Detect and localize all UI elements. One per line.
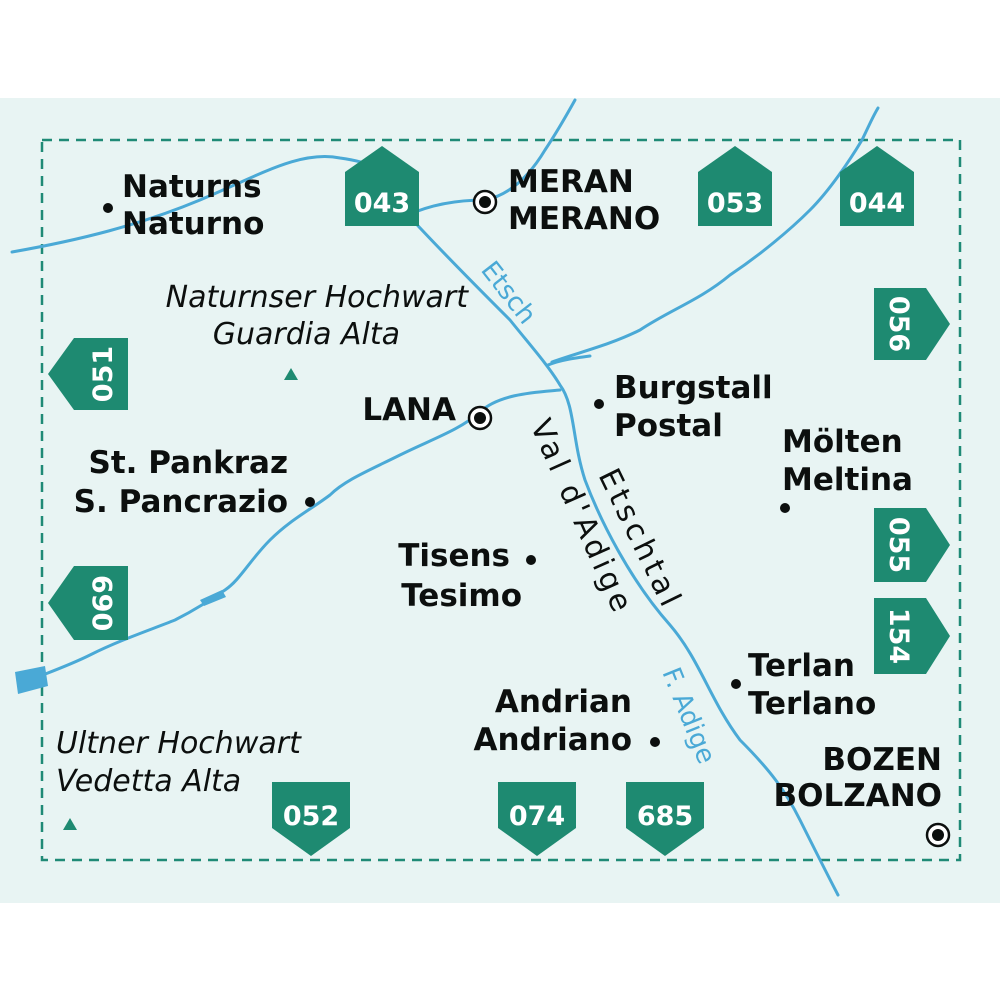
town-dot-moelten bbox=[780, 503, 790, 513]
badge-label: 052 bbox=[283, 801, 339, 832]
river-falschauer bbox=[28, 388, 562, 682]
adjacent-map-badge-053[interactable]: 053 bbox=[698, 146, 772, 226]
badge-label: 056 bbox=[883, 296, 914, 352]
town-dot-st-pankraz bbox=[305, 497, 315, 507]
badge-label: 051 bbox=[88, 346, 119, 402]
badge-label: 055 bbox=[883, 517, 914, 573]
city-marker-bozen bbox=[925, 822, 951, 848]
adjacent-map-badge-069[interactable]: 069 bbox=[48, 566, 128, 640]
adjacent-map-badge-043[interactable]: 043 bbox=[345, 146, 419, 226]
town-dot-naturns bbox=[103, 203, 113, 213]
sheet-frame bbox=[40, 138, 962, 862]
river-passer bbox=[406, 98, 577, 217]
town-label-andriano: Andriano bbox=[474, 722, 632, 758]
town-label-postal: Postal bbox=[614, 408, 723, 444]
adjacent-map-badge-154[interactable]: 154 bbox=[874, 598, 950, 674]
town-label-naturno: Naturno bbox=[122, 206, 264, 242]
adjacent-map-badge-056[interactable]: 056 bbox=[874, 288, 950, 360]
peak-label-guardia-alta: Guardia Alta bbox=[213, 317, 400, 352]
city-marker-lana bbox=[467, 405, 493, 431]
city-label-meran: MERAN bbox=[508, 164, 634, 200]
badge-label: 069 bbox=[88, 575, 119, 631]
peak-label-vedetta-alta: Vedetta Alta bbox=[56, 764, 241, 799]
city-label-bolzano: BOLZANO bbox=[773, 778, 942, 814]
town-label-terlan: Terlan bbox=[748, 648, 855, 684]
town-dot-terlan bbox=[731, 679, 741, 689]
city-marker-meran bbox=[472, 189, 498, 215]
town-label-meltina: Meltina bbox=[782, 462, 913, 498]
peak-marker-ultner bbox=[63, 818, 77, 830]
river-east-link bbox=[546, 354, 592, 367]
reservoir-lake-edge bbox=[15, 666, 48, 694]
adjacent-map-badge-051[interactable]: 051 bbox=[48, 338, 128, 410]
town-label-tisens: Tisens bbox=[398, 538, 510, 574]
town-dot-burgstall bbox=[594, 399, 604, 409]
town-label-moelten: Mölten bbox=[782, 424, 903, 460]
adjacent-map-badge-055[interactable]: 055 bbox=[874, 508, 950, 582]
town-label-st-pankraz: St. Pankraz bbox=[89, 445, 288, 481]
city-label-lana: LANA bbox=[362, 392, 456, 428]
adjacent-map-badge-074[interactable]: 074 bbox=[498, 782, 576, 856]
peak-label-naturnser-hochwart: Naturnser Hochwart bbox=[166, 280, 470, 315]
peak-label-ultner-hochwart: Ultner Hochwart bbox=[56, 726, 302, 761]
town-label-burgstall: Burgstall bbox=[614, 370, 773, 406]
river-network bbox=[10, 98, 880, 897]
river-east bbox=[550, 106, 880, 364]
town-label-tesimo: Tesimo bbox=[401, 578, 522, 614]
town-label-naturns: Naturns bbox=[122, 169, 262, 205]
badge-label: 044 bbox=[849, 188, 905, 219]
adjacent-map-badge-044[interactable]: 044 bbox=[840, 146, 914, 226]
town-label-s-pancrazio: S. Pancrazio bbox=[74, 484, 288, 520]
map-background bbox=[0, 98, 1000, 903]
peak-marker-naturnser bbox=[284, 368, 298, 380]
reservoir-lake-small bbox=[200, 590, 226, 606]
badge-label: 685 bbox=[637, 801, 693, 832]
town-dot-andrian bbox=[650, 737, 660, 747]
city-label-merano: MERANO bbox=[508, 201, 660, 237]
badge-label: 043 bbox=[354, 188, 410, 219]
badge-label: 053 bbox=[707, 188, 763, 219]
adjacent-map-badge-052[interactable]: 052 bbox=[272, 782, 350, 856]
town-dot-tisens bbox=[526, 555, 536, 565]
adjacent-map-badge-685[interactable]: 685 bbox=[626, 782, 704, 856]
town-label-andrian: Andrian bbox=[495, 684, 632, 720]
town-label-terlano: Terlano bbox=[748, 686, 876, 722]
river-etsch-main bbox=[406, 213, 840, 897]
badge-label: 154 bbox=[883, 608, 914, 664]
city-label-bozen: BOZEN bbox=[822, 742, 942, 778]
badge-label: 074 bbox=[509, 801, 565, 832]
